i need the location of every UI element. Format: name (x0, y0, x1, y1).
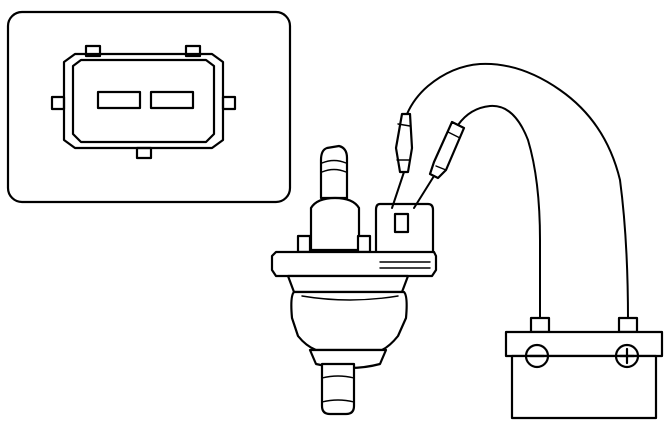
test-lead-positive (413, 104, 542, 321)
connector-inset (6, 10, 292, 204)
lead-wire-to-positive (406, 62, 629, 321)
connector-tab-bottom (135, 146, 153, 160)
battery (504, 316, 664, 420)
negative-symbol-icon (524, 343, 550, 369)
battery-lid (504, 330, 664, 358)
connector-tab-top-left (84, 44, 102, 58)
outlet-pipe (320, 362, 356, 416)
positive-symbol-icon (614, 343, 640, 369)
connector-latch (393, 212, 410, 234)
connector-face (50, 44, 237, 160)
upper-cylinder (309, 196, 361, 252)
valve-body (290, 290, 408, 352)
terminal-slot-2 (149, 90, 195, 110)
connector-tab-right (221, 95, 237, 111)
connector-tab-top-right (184, 44, 202, 58)
upper-inlet-pipe (319, 144, 349, 200)
injector-body (270, 144, 438, 416)
connector-tab-left (50, 95, 66, 111)
battery-terminal-negative (529, 316, 551, 334)
test-lead-negative (391, 62, 629, 321)
battery-terminal-positive (617, 316, 639, 334)
flange-nut-left (296, 234, 312, 254)
mounting-flange (270, 250, 438, 278)
flange-nut-right (356, 234, 372, 254)
probe-negative (394, 112, 414, 174)
lead-wire-to-negative (457, 104, 542, 321)
terminal-slot-1 (96, 90, 142, 110)
probe-positive (428, 120, 466, 180)
inset-frame (6, 10, 292, 204)
lower-collar (286, 274, 410, 294)
